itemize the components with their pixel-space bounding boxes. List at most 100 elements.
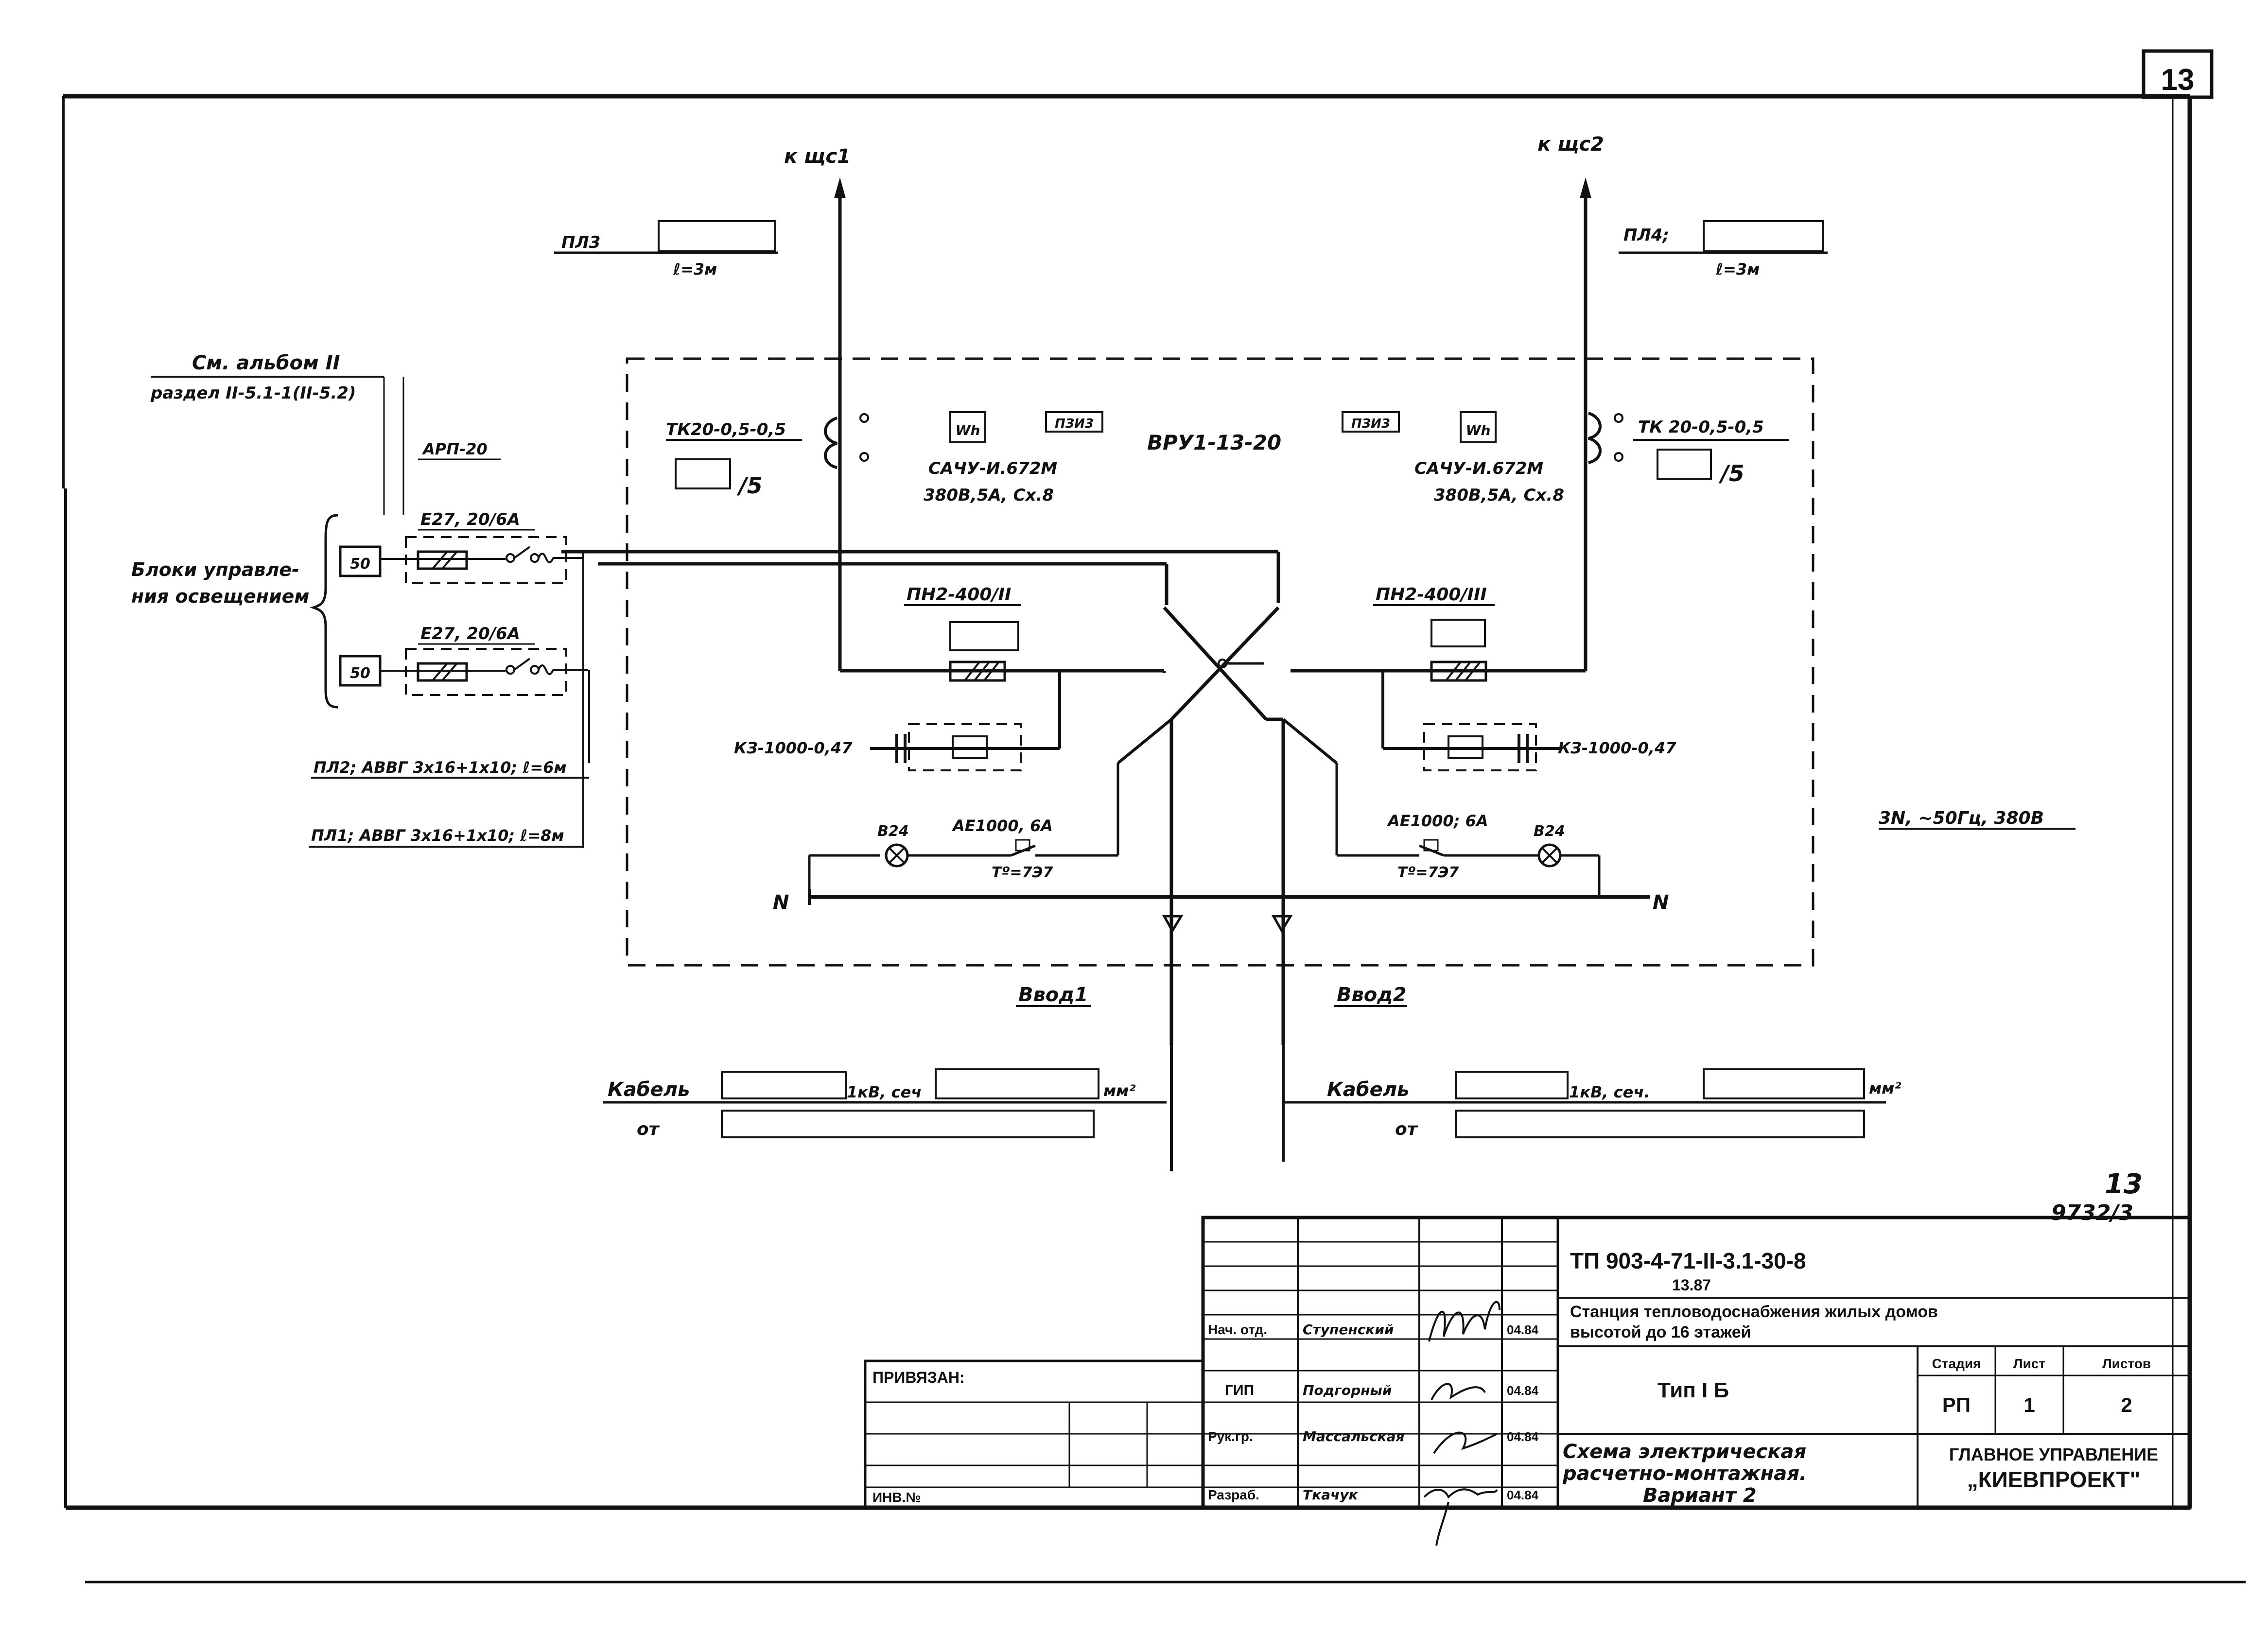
cable-left-label: Кабель <box>608 1079 690 1101</box>
sheets-header: Листов <box>2102 1356 2151 1371</box>
block-1 <box>339 545 382 577</box>
feeder-right-length: ℓ=3м <box>1715 260 1760 278</box>
feeder-left-box <box>658 220 776 252</box>
lamp-right-label: В24 <box>1534 823 1565 840</box>
block-2-label: 50 <box>350 665 370 682</box>
fuse-1-type: Е27, 20/6А <box>420 510 520 529</box>
sheet-number: 13 <box>2161 63 2195 97</box>
fuse-right: ПН2-400/III <box>1373 585 1495 750</box>
meter-right-type: САЧУ-И.672М <box>1414 459 1543 478</box>
ct-right-type: ТК 20-0,5-0,5 <box>1638 418 1764 437</box>
cable-end-right-icon <box>1271 915 1293 933</box>
cable-left-section-box <box>935 1068 1099 1099</box>
busbars <box>561 550 1586 673</box>
breaker-left-type: АЕ1000, 6А <box>951 817 1053 835</box>
feeder-right-box <box>1703 220 1824 252</box>
brace-icon <box>310 514 338 709</box>
feeder-left-line: ПЛ3 <box>561 233 600 252</box>
capacitor-right-type: КЗ-1000-0,47 <box>1558 739 1676 757</box>
ct-left-coil-icon <box>824 417 838 469</box>
drawing-title-1: Схема электрическая <box>1563 1441 1806 1463</box>
fuse-1-group <box>405 536 567 584</box>
lighting-units-2: ния освещением <box>131 586 309 607</box>
meter-right-params: 380В,5А, Сх.8 <box>1434 486 1564 505</box>
cable-right-section-box <box>1703 1068 1865 1099</box>
capacitor-left: КЗ-1000-0,47 <box>734 723 1022 771</box>
fuse-left: ПН2-400/II <box>904 585 1061 750</box>
fuse-1-icon <box>417 550 468 570</box>
meter-left: Wh ПЗИ3 САЧУ-И.672М 380В,5А, Сх.8 <box>924 411 1103 505</box>
from-left-box <box>721 1110 1095 1138</box>
lighting-ref-1: См. альбом II <box>192 352 340 374</box>
terminal-left-label: ПЗИ3 <box>1055 417 1094 431</box>
inv-label: ИНВ.№ <box>872 1490 921 1505</box>
lamp-left-label: В24 <box>877 823 909 840</box>
signature-2 <box>1431 1383 1486 1400</box>
cable-spec-left: Кабель 1кВ, сеч мм² от <box>603 1068 1167 1139</box>
terminal-right-label: ПЗИ3 <box>1351 417 1390 431</box>
meter-right-symbol: Wh <box>1466 422 1491 438</box>
signature-1 <box>1428 1301 1500 1342</box>
cable-left-kv: 1кВ, сеч <box>847 1083 922 1101</box>
doc-code: ТП 903-4-71-II-3.1-30-8 <box>1570 1248 1806 1273</box>
sheet-header: Лист <box>2013 1356 2045 1371</box>
doc-code-sub: 13.87 <box>1672 1276 1711 1294</box>
lighting-control: См. альбом II раздел II-5.1-1(II-5.2) АР… <box>131 352 590 848</box>
ct-right-coil-icon <box>1588 412 1602 464</box>
fuse-2-type: Е27, 20/6А <box>420 624 520 644</box>
signature-3 <box>1433 1431 1498 1454</box>
lighting-ref-2: раздел II-5.1-1(II-5.2) <box>150 383 356 403</box>
date-4: 04.84 <box>1507 1488 1539 1502</box>
drawing-frame: 13 <box>62 49 2246 1584</box>
trip-right-label: Тº=7Э7 <box>1397 864 1459 881</box>
meter-right-icon <box>1460 411 1497 443</box>
panel-enclosure <box>626 357 1814 967</box>
type-label: Тип I Б <box>1657 1378 1729 1402</box>
input-1: Ввод1 <box>1016 915 1184 1171</box>
meter-left-type: САЧУ-И.672М <box>928 459 1057 478</box>
sheet-value: 1 <box>2024 1393 2035 1416</box>
feeder-left-label: к щс1 <box>784 145 851 168</box>
fuse-2-group <box>405 648 567 696</box>
project-name-1: Станция тепловодоснабжения жилых домов <box>1570 1303 1938 1321</box>
role-1: Нач. отд. <box>1208 1322 1267 1337</box>
feeder-left: к щс1 ПЛ3 ℓ=3м <box>554 145 851 671</box>
input-2: Ввод2 <box>1271 915 1407 1162</box>
input-1-label: Ввод1 <box>1018 984 1088 1006</box>
ct-left-box <box>675 458 731 489</box>
feeder-right-line: ПЛ4; <box>1623 226 1669 245</box>
neutral-left-label: N <box>773 891 789 914</box>
date-3: 04.84 <box>1507 1429 1539 1444</box>
terminal-right <box>1342 411 1400 433</box>
cable-pl2-spec: ПЛ2; АВВГ 3х16+1х10; ℓ=6м <box>314 758 567 777</box>
drawing-title-3: Вариант 2 <box>1643 1484 1757 1507</box>
capacitor-left-type: КЗ-1000-0,47 <box>734 739 853 757</box>
from-right-box <box>1455 1110 1865 1138</box>
signature-4 <box>1423 1488 1498 1546</box>
feeder-right-label: к щс2 <box>1537 133 1604 156</box>
from-left-label: от <box>637 1119 660 1139</box>
organization-2: „КИЕВПРОЕКТ" <box>1967 1467 2141 1492</box>
date-1: 04.84 <box>1507 1323 1539 1337</box>
neutral-bus: N N <box>773 889 1669 914</box>
lighting-units-1: Блоки управле- <box>131 559 299 580</box>
capacitor-right-fuse-icon <box>1423 723 1537 771</box>
title-block: Нач. отд. Ступенский 04.84 ГИП Подгорный… <box>864 1216 2192 1546</box>
ct-left-type: ТК20-0,5-0,5 <box>666 420 786 439</box>
cable-right-kv: 1кВ, сеч. <box>1569 1083 1650 1101</box>
organization-1: ГЛАВНОЕ УПРАВЛЕНИЕ <box>1949 1445 2158 1464</box>
cable-left-unit: мм² <box>1103 1081 1135 1100</box>
trip-left-label: Тº=7Э7 <box>992 864 1053 881</box>
block-1-label: 50 <box>350 556 370 573</box>
cable-right-box <box>1455 1071 1569 1099</box>
project-name-2: высотой до 16 этажей <box>1570 1323 1751 1341</box>
name-1: Ступенский <box>1303 1322 1394 1338</box>
ct-right-box <box>1657 449 1712 480</box>
panel-name: ВРУ1-13-20 <box>1147 431 1281 454</box>
cable-right-unit: мм² <box>1869 1079 1901 1097</box>
neutral-right-label: N <box>1653 891 1669 914</box>
fuse-2-icon <box>417 662 468 682</box>
meter-left-icon <box>949 411 986 443</box>
role-3: Рук.гр. <box>1208 1429 1253 1444</box>
fuse-left-type: ПН2-400/II <box>907 585 1011 605</box>
